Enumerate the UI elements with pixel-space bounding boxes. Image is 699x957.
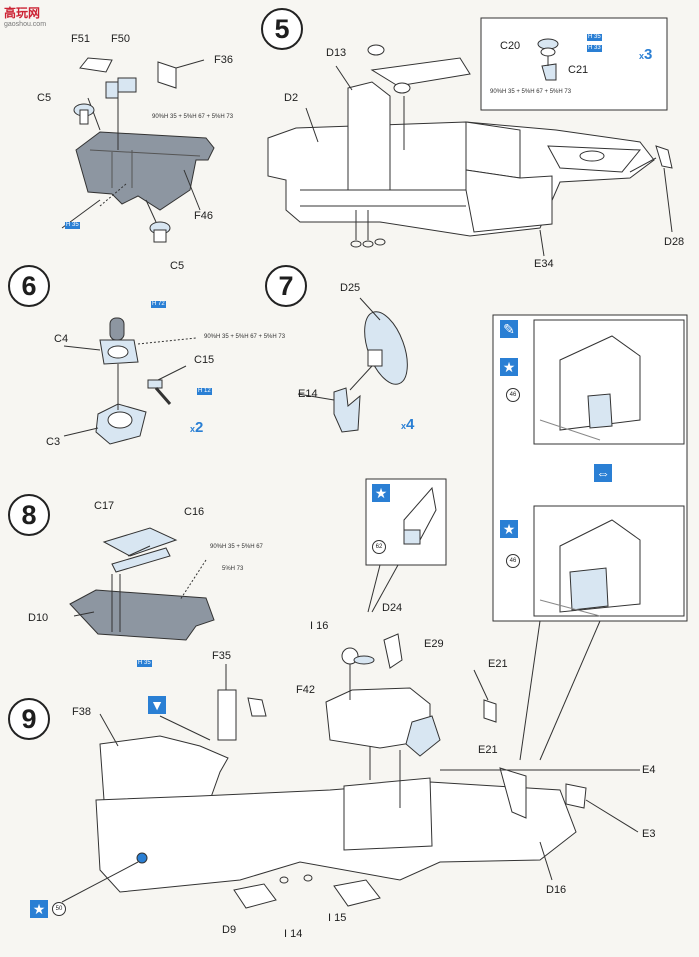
step-7-number: 7 [265, 265, 307, 307]
part-D9: D9 [222, 924, 237, 936]
decal-50: 50 [52, 902, 66, 916]
step5-inset [480, 17, 668, 111]
paint-mix-step4: 90%H 35 + 5%H 67 + 5%H 73 [152, 114, 234, 120]
part-C20: C20 [500, 40, 521, 52]
step6-drawing [63, 317, 197, 445]
part-E4: E4 [642, 764, 656, 776]
watermark-title: 高玩网 [4, 6, 41, 20]
part-C5-top: C5 [37, 92, 52, 104]
part-D10: D10 [28, 612, 49, 624]
decal-62: 62 [372, 540, 386, 554]
part-E21-bottom: E21 [478, 744, 498, 756]
part-F46: F46 [194, 210, 213, 222]
part-E14: E14 [298, 388, 318, 400]
step9-drawing [61, 633, 640, 909]
part-F42: F42 [296, 684, 315, 696]
star-icon-detail-bottom: ★ [500, 520, 518, 538]
step-6-number: 6 [8, 265, 50, 307]
watermark-logo: 高玩网 gaoshou.com [4, 4, 46, 28]
paint-mix-step8b: 5%H 73 [222, 566, 244, 572]
part-I14: I 14 [284, 928, 303, 940]
decal-46-top: 46 [506, 388, 520, 402]
part-C3: C3 [46, 436, 61, 448]
part-F36: F36 [214, 54, 233, 66]
color-chip-h33-c20: H 33 [587, 45, 602, 52]
part-E21-top: E21 [488, 658, 508, 670]
brush-icon: ✎ [500, 320, 518, 338]
color-chip-h35-step4: H 35 [65, 222, 80, 229]
part-C5-bottom: C5 [170, 260, 185, 272]
part-D25: D25 [340, 282, 361, 294]
multiplier-x3: x3 [639, 46, 653, 63]
part-I15: I 15 [328, 912, 347, 924]
star-icon-detail-top: ★ [500, 358, 518, 376]
part-E29: E29 [424, 638, 444, 650]
step7-drawing [297, 297, 408, 433]
step8-drawing [69, 527, 215, 641]
drill-hole-icon: ▼ [148, 696, 166, 714]
decal-46-bottom: 46 [506, 554, 520, 568]
part-E34: E34 [534, 258, 554, 270]
step4-drawing [61, 57, 215, 243]
paint-mix-step5: 90%H 35 + 5%H 67 + 5%H 73 [490, 89, 572, 95]
part-D2: D2 [284, 92, 299, 104]
part-D13: D13 [326, 47, 347, 59]
paint-mix-step6: 90%H 35 + 5%H 67 + 5%H 73 [204, 334, 286, 340]
part-F35: F35 [212, 650, 231, 662]
part-D28: D28 [664, 236, 685, 248]
step5-drawing [267, 44, 673, 257]
star-icon-inset: ★ [372, 484, 390, 502]
part-C21: C21 [568, 64, 589, 76]
part-F38: F38 [72, 706, 91, 718]
color-chip-h12-c15: H 12 [197, 388, 212, 395]
part-D16: D16 [546, 884, 567, 896]
part-D24: D24 [382, 602, 403, 614]
star-icon-step9: ★ [30, 900, 48, 918]
detail-panel [492, 314, 688, 761]
color-chip-h35-d10: H 35 [137, 660, 152, 667]
part-I16: I 16 [310, 620, 329, 632]
part-C4: C4 [54, 333, 69, 345]
multiplier-x4: x4 [401, 416, 415, 433]
swap-icon: ⇔ [594, 464, 612, 482]
part-C15: C15 [194, 354, 215, 366]
step-9-number: 9 [8, 698, 50, 740]
multiplier-x2: x2 [190, 419, 204, 436]
part-E3: E3 [642, 828, 656, 840]
paint-mix-step8a: 90%H 35 + 5%H 67 [210, 544, 263, 550]
part-F50: F50 [111, 33, 130, 45]
step-5-number: 5 [261, 8, 303, 50]
step-8-number: 8 [8, 494, 50, 536]
part-C17: C17 [94, 500, 115, 512]
color-chip-h35-c20: H 35 [587, 34, 602, 41]
watermark-url: gaoshou.com [4, 21, 47, 28]
color-chip-h72-c4: H 72 [151, 301, 166, 308]
part-C16: C16 [184, 506, 205, 518]
part-F51: F51 [71, 33, 90, 45]
